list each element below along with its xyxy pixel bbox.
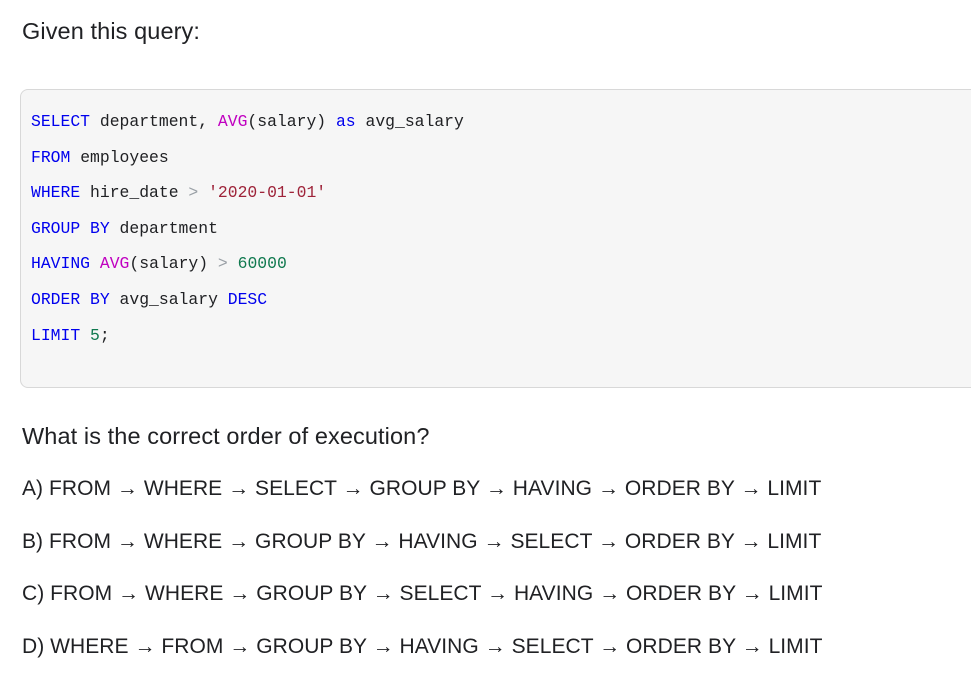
code-token-function: AVG (217, 112, 248, 131)
code-token-plain: ; (99, 325, 110, 345)
code-token-plain: department, (90, 112, 218, 131)
code-token-plain: employees (70, 147, 169, 167)
sql-code-text: SELECT department, AVG(salary) as avg_sa… (31, 104, 971, 353)
code-line: SELECT department, AVG(salary) as avg_sa… (31, 104, 971, 140)
page-title: Given this query: (22, 18, 201, 44)
code-token-plain (90, 254, 100, 273)
code-token-number: 5 (90, 325, 100, 345)
code-token-string: '2020-01-01' (208, 183, 327, 203)
code-token-keyword: LIMIT (31, 325, 81, 345)
code-token-plain: (salary) (247, 112, 336, 131)
code-token-plain (80, 326, 90, 345)
code-token-operator: > (188, 183, 199, 203)
code-token-keyword: GROUP BY (31, 218, 110, 238)
answer-option-b[interactable]: B) FROM → WHERE → GROUP BY → HAVING → SE… (22, 529, 822, 553)
code-token-keyword: WHERE (31, 183, 81, 203)
code-line: HAVING AVG(salary) > 60000 (31, 246, 971, 282)
code-token-number: 60000 (237, 254, 287, 274)
code-token-operator: > (217, 254, 228, 274)
sql-code-block: SELECT department, AVG(salary) as avg_sa… (20, 89, 971, 388)
code-token-keyword: FROM (31, 147, 71, 167)
answer-option-a[interactable]: A) FROM → WHERE → SELECT → GROUP BY → HA… (22, 477, 822, 500)
code-line: LIMIT 5; (31, 318, 971, 354)
code-token-keyword: ORDER BY (31, 289, 110, 309)
answer-option-list: A) FROM → WHERE → SELECT → GROUP BY → HA… (22, 474, 962, 662)
code-line: FROM employees (31, 140, 971, 176)
code-token-keyword: DESC (227, 289, 268, 309)
question-text: What is the correct order of execution? (22, 423, 430, 449)
answer-option-c[interactable]: C) FROM → WHERE → GROUP BY → SELECT → HA… (22, 582, 823, 605)
code-line: ORDER BY avg_salary DESC (31, 282, 971, 318)
code-token-plain (228, 254, 238, 273)
code-line: GROUP BY department (31, 211, 971, 247)
code-token-plain: avg_salary (109, 289, 228, 309)
code-token-function: AVG (99, 254, 130, 274)
code-token-keyword: SELECT (31, 112, 91, 131)
code-token-keyword: as (335, 112, 356, 131)
code-token-plain: department (109, 218, 218, 238)
answer-option-d[interactable]: D) WHERE → FROM → GROUP BY → HAVING → SE… (22, 634, 823, 658)
code-token-plain: (salary) (129, 254, 218, 274)
code-token-plain: hire_date (80, 183, 189, 203)
code-token-plain (198, 183, 208, 202)
code-token-keyword: HAVING (31, 254, 91, 274)
code-token-plain: avg_salary (355, 112, 464, 131)
code-line: WHERE hire_date > '2020-01-01' (31, 175, 971, 211)
